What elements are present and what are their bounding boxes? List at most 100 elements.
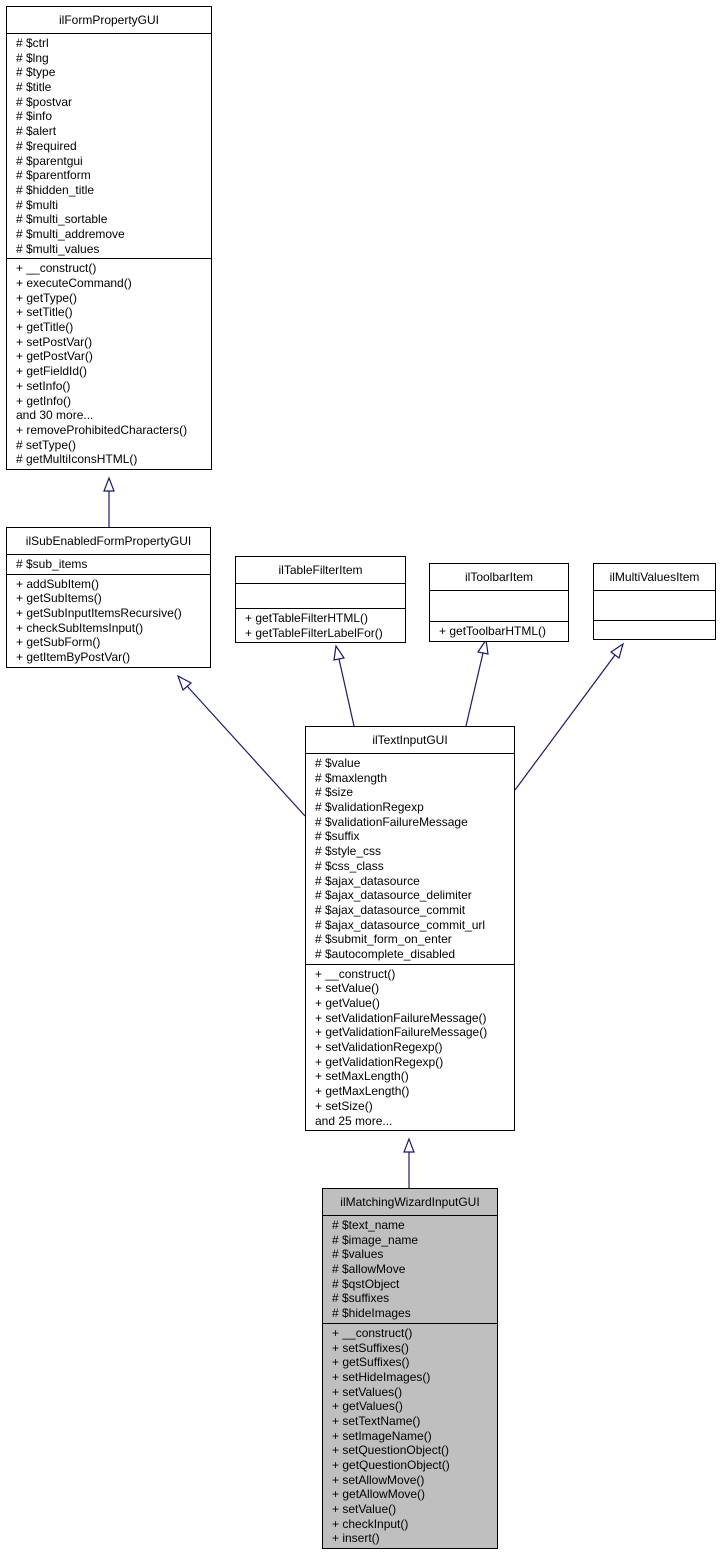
class-ilMultiValuesItem[interactable]: ilMultiValuesItem [593, 563, 716, 640]
member-line: # $image_name [332, 1232, 419, 1247]
member-line: + checkInput() [332, 1516, 409, 1531]
attributes-section: # $sub_items [7, 555, 210, 575]
member-line: + getQuestionObject() [332, 1458, 450, 1472]
member-line: + insert() [332, 1531, 380, 1546]
arrowhead-toolbar [477, 638, 489, 655]
member-line: + getPostVar() [16, 349, 93, 364]
methods-section [594, 621, 715, 645]
member-line: + setImageName() [332, 1428, 432, 1443]
member-line: + getTableFilterHTML() [245, 611, 369, 625]
member-line: + setValidationRegexp() [315, 1040, 443, 1055]
member-line: # $qstObject [332, 1276, 400, 1291]
member-line: # $ajax_datasource_delimiter [315, 888, 472, 903]
methods-section: + getToolbarHTML() [430, 622, 568, 641]
class-ilFormPropertyGUI[interactable]: ilFormPropertyGUI # $ctrl# $lng# $type# … [6, 6, 212, 470]
member-line: + getInfo() [16, 393, 72, 408]
attributes-section: # $text_name# $image_name# $values# $all… [323, 1216, 497, 1324]
member-line: + __construct() [16, 261, 97, 276]
member-line: # $suffixes [332, 1291, 390, 1306]
attributes-section: # $ctrl# $lng# $type# $title# $postvar# … [7, 34, 211, 260]
member-line: + getValues() [332, 1399, 403, 1414]
class-name: ilMultiValuesItem [594, 564, 715, 591]
member-line: + getSubInputItemsRecursive() [16, 606, 182, 621]
member-line: # $multi [16, 197, 59, 212]
member-line: # $ajax_datasource_commit [315, 902, 466, 917]
member-line: # $value [315, 756, 361, 770]
member-line: # $maxlength [315, 770, 388, 785]
member-line: # $ajax_datasource_commit_url [315, 917, 486, 932]
member-line: + getSubForm() [16, 635, 101, 650]
member-line: # getMultiIconsHTML() [16, 452, 138, 467]
member-line: # $submit_form_on_enter [315, 932, 452, 947]
member-line: # $text_name [332, 1218, 405, 1232]
member-line: + setSize() [315, 1098, 373, 1113]
member-line: # $info [16, 109, 53, 124]
methods-section: + getTableFilterHTML()+ getTableFilterLa… [236, 609, 405, 642]
member-line: + setAllowMove() [332, 1472, 425, 1487]
class-ilTextInputGUI[interactable]: ilTextInputGUI # $value# $maxlength# $si… [305, 726, 515, 1132]
member-line: # $title [16, 80, 52, 95]
arrowhead-subenabled [176, 674, 193, 692]
class-ilMatchingWizardInputGUI[interactable]: ilMatchingWizardInputGUI # $text_name# $… [322, 1188, 498, 1550]
member-line: + setMaxLength() [315, 1069, 409, 1084]
member-line: + getValidationFailureMessage() [315, 1025, 488, 1040]
class-ilTableFilterItem[interactable]: ilTableFilterItem + getTableFilterHTML()… [235, 556, 406, 644]
member-line: # $suffix [315, 829, 360, 844]
member-line: # $autocomplete_disabled [315, 946, 456, 961]
member-line: + getFieldId() [16, 364, 88, 379]
member-line: + checkSubItemsInput() [16, 620, 144, 635]
member-line: + getSuffixes() [332, 1355, 410, 1370]
arrowhead-formproperty [103, 476, 115, 492]
arrowhead-tablefilter [333, 644, 345, 661]
class-ilSubEnabledFormPropertyGUI[interactable]: ilSubEnabledFormPropertyGUI # $sub_items… [6, 527, 211, 668]
member-line: # $multi_values [16, 241, 100, 256]
member-line: + getValidationRegexp() [315, 1054, 444, 1069]
member-line: # $hidden_title [16, 182, 95, 197]
member-line: # $alert [16, 124, 57, 139]
member-line: # $postvar [16, 94, 73, 109]
member-line: # $ajax_datasource [315, 873, 420, 888]
attributes-section [594, 591, 715, 621]
member-line: # $css_class [315, 858, 384, 873]
member-line: + getItemByPostVar() [16, 650, 131, 665]
member-line: + getSubItems() [16, 591, 102, 606]
member-line: # $required [16, 138, 77, 153]
class-name: ilTableFilterItem [236, 557, 405, 584]
member-line: + setTextName() [332, 1413, 421, 1428]
edge-textinput-to-toolbar [465, 652, 484, 727]
member-line: # $size [315, 785, 354, 800]
member-line: + getValue() [315, 996, 380, 1010]
member-line: # $parentgui [16, 153, 83, 168]
attributes-section: # $value# $maxlength# $size # $validation… [306, 754, 514, 965]
member-line: # $hideImages [332, 1306, 411, 1321]
methods-section: + addSubItem()+ getSubItems()+ getSubInp… [7, 575, 210, 667]
member-line: # $sub_items [16, 557, 88, 571]
class-name: ilMatchingWizardInputGUI [323, 1189, 497, 1216]
edge-textinput-to-multivalues [514, 654, 616, 791]
member-line: and 25 more... [315, 1113, 393, 1128]
class-name: ilFormPropertyGUI [7, 7, 211, 34]
class-name: ilTextInputGUI [306, 727, 514, 754]
member-line: + setPostVar() [16, 334, 93, 349]
member-line: # $validationFailureMessage [315, 814, 468, 829]
class-name: ilToolbarItem [430, 564, 568, 591]
attributes-section [430, 591, 568, 622]
member-line: + getType() [16, 290, 78, 305]
member-line: + setQuestionObject() [332, 1443, 450, 1458]
methods-section: + __construct()+ executeCommand()+ getTy… [7, 259, 211, 469]
member-line: + getMaxLength() [315, 1084, 410, 1099]
member-line: + removeProhibitedCharacters() [16, 422, 188, 437]
member-line: # $lng [16, 50, 49, 65]
attributes-section [236, 584, 405, 609]
member-line: # $style_css [315, 844, 382, 859]
class-ilToolbarItem[interactable]: ilToolbarItem + getToolbarHTML() [429, 563, 569, 642]
member-line: # setType() [16, 437, 77, 452]
member-line: # $multi_addremove [16, 226, 125, 241]
member-line: + setValue() [332, 1502, 397, 1517]
member-line: + getAllowMove() [332, 1487, 426, 1502]
member-line: # $ctrl [16, 36, 49, 50]
member-line: + setTitle() [16, 305, 73, 320]
methods-section: + __construct()+ setSuffixes()+ getSuffi… [323, 1324, 497, 1548]
member-line: + setValue() [315, 981, 380, 996]
